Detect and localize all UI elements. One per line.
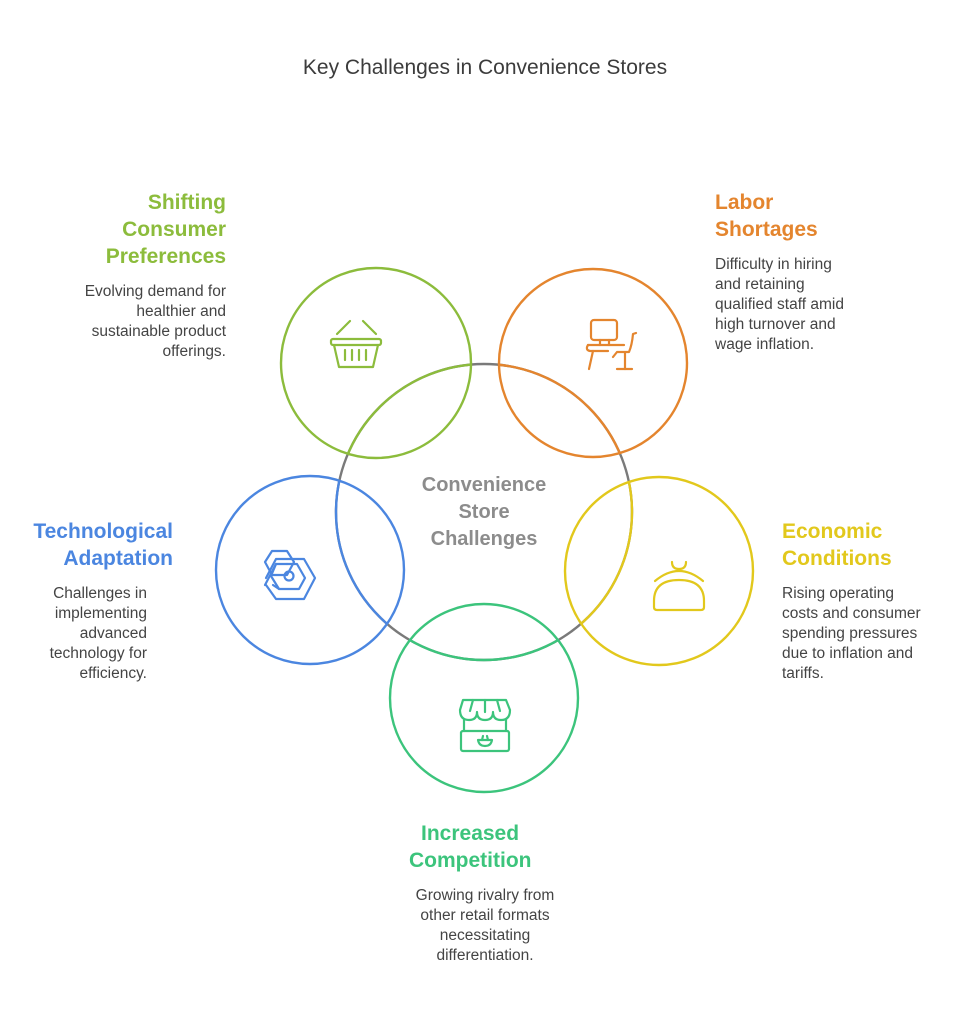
service-bell-icon: [652, 560, 706, 612]
description-line: qualified staff amid: [715, 296, 844, 313]
description-line: other retail formats: [420, 907, 550, 924]
circle-increased-competition: [388, 602, 580, 794]
center-label-line: Store: [458, 501, 510, 523]
description-line: differentiation.: [436, 947, 534, 964]
heading-line: Technological: [33, 520, 173, 543]
block-technological-adaptation: Technological Adaptation Challenges in i…: [0, 518, 173, 684]
description-line: sustainable product: [91, 323, 226, 340]
description-line: high turnover and: [715, 316, 836, 333]
market-stall-icon: [458, 698, 512, 753]
heading-line: Increased: [421, 822, 520, 845]
heading-line: Conditions: [782, 547, 892, 570]
description-line: necessitating: [439, 927, 531, 944]
heading-technological-adaptation: Technological Adaptation: [0, 518, 173, 572]
description-line: tariffs.: [782, 665, 824, 682]
description-technological-adaptation: Challenges in implementing advanced tech…: [0, 584, 147, 684]
circle-labor-shortages: [497, 267, 689, 459]
description-line: costs and consumer: [782, 605, 921, 622]
block-economic-conditions: Economic Conditions Rising operating cos…: [782, 518, 967, 684]
description-line: healthier and: [136, 303, 226, 320]
heading-line: Labor: [715, 191, 774, 214]
description-line: implementing: [54, 605, 147, 622]
description-line: spending pressures: [782, 625, 918, 642]
hexagon-nut-icon: [263, 549, 317, 601]
diagram-title: Key Challenges in Convenience Stores: [302, 56, 668, 79]
heading-shifting-consumer-preferences: Shifting Consumer Preferences: [26, 189, 226, 270]
heading-line: Adaptation: [63, 547, 173, 570]
description-line: Growing rivalry from: [415, 887, 555, 904]
description-line: Rising operating: [782, 585, 895, 602]
heading-line: Shifting: [147, 191, 226, 214]
block-labor-shortages: Labor Shortages Difficulty in hiring and…: [715, 189, 935, 355]
heading-economic-conditions: Economic Conditions: [782, 518, 967, 572]
circle-economic-conditions: [563, 475, 755, 667]
heading-line: Competition: [409, 849, 532, 872]
description-line: offerings.: [162, 343, 226, 360]
description-line: Difficulty in hiring: [715, 256, 832, 273]
description-line: Evolving demand for: [84, 283, 226, 300]
description-line: technology for: [49, 645, 147, 662]
description-line: and retaining: [715, 276, 805, 293]
shopping-basket-icon: [329, 319, 383, 369]
desk-workstation-icon: [585, 318, 638, 371]
circle-shifting-consumer-preferences: [279, 266, 473, 460]
description-line: wage inflation.: [715, 336, 815, 353]
description-labor-shortages: Difficulty in hiring and retaining quali…: [715, 255, 935, 355]
heading-line: Shortages: [715, 218, 818, 241]
description-line: efficiency.: [79, 665, 148, 682]
heading-line: Consumer: [122, 218, 226, 241]
heading-labor-shortages: Labor Shortages: [715, 189, 935, 243]
description-economic-conditions: Rising operating costs and consumer spen…: [782, 584, 967, 684]
center-label-line: Challenges: [430, 528, 538, 550]
description-shifting-consumer-preferences: Evolving demand for healthier and sustai…: [26, 282, 226, 362]
description-increased-competition: Growing rivalry from other retail format…: [395, 886, 575, 966]
heading-increased-competition: Increased Competition: [395, 820, 575, 874]
description-line: advanced: [79, 625, 147, 642]
center-label-line: Convenience: [421, 474, 547, 496]
block-shifting-consumer-preferences: Shifting Consumer Preferences Evolving d…: [26, 189, 226, 362]
description-line: Challenges in: [53, 585, 147, 602]
heading-line: Economic: [782, 520, 883, 543]
center-arc-economic-conditions: [565, 477, 634, 662]
block-increased-competition: Increased Competition Growing rivalry fr…: [395, 820, 575, 966]
circle-technological-adaptation: [214, 474, 406, 666]
center-arc-technological-adaptation: [334, 476, 404, 662]
description-line: due to inflation and: [782, 645, 913, 662]
center-arc-increased-competition: [390, 604, 578, 662]
center-label: Convenience Store Challenges: [384, 472, 584, 553]
heading-line: Preferences: [105, 245, 226, 268]
